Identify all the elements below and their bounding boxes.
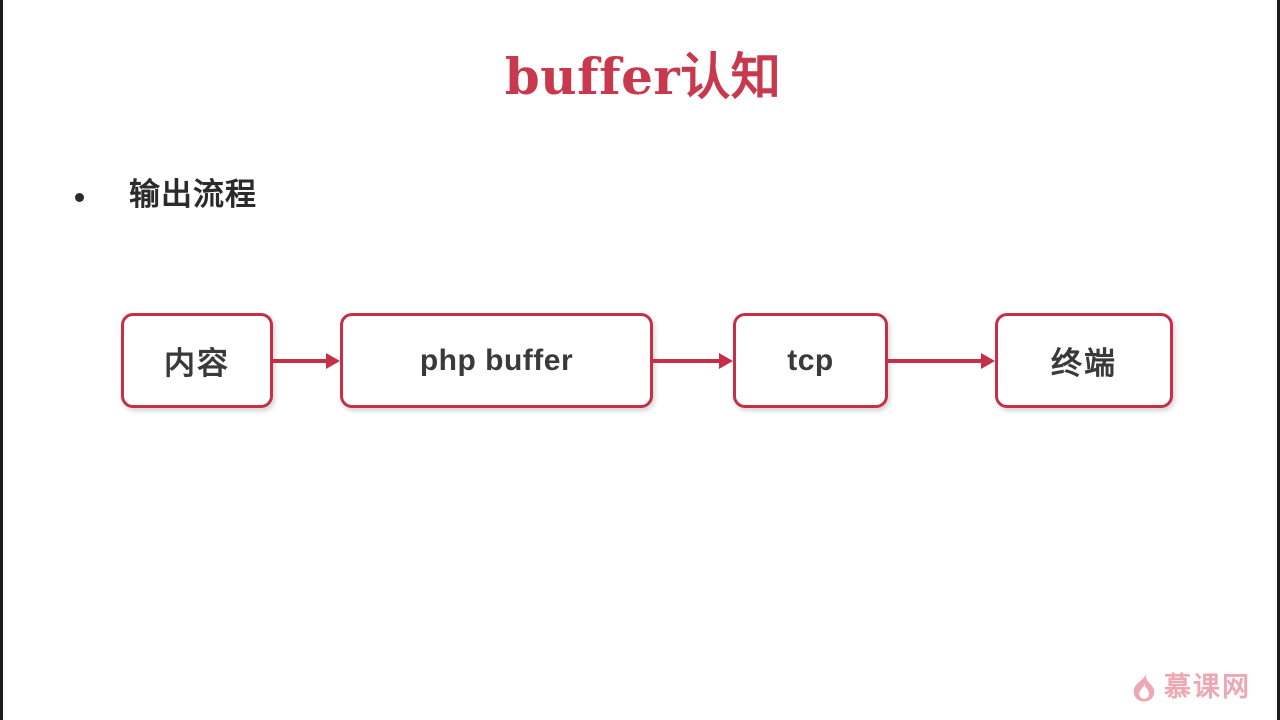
flow-node-tcp: tcp [733, 313, 888, 408]
page-title: buffer认知 [504, 47, 782, 106]
watermark-logo: 慕课网 [1132, 672, 1251, 702]
flow-node-label: 终端 [1051, 346, 1117, 381]
arrow-shaft [273, 358, 330, 363]
flame-icon [1132, 672, 1156, 702]
arrow-head [981, 352, 995, 369]
arrow-shaft [888, 358, 985, 363]
flow-node-label: php buffer [419, 343, 574, 377]
arrow-shaft [653, 358, 723, 363]
flow-arrow-1-icon [273, 352, 340, 369]
bullet-item: 输出流程 [75, 177, 257, 212]
watermark-brand: 慕课网 [1164, 671, 1251, 702]
bullet-dot-icon [75, 192, 84, 202]
flow-arrow-3-icon [888, 352, 995, 369]
flow-arrow-2-icon [653, 352, 733, 369]
flow-node-terminal: 终端 [995, 313, 1173, 408]
arrow-head [326, 352, 340, 369]
flow-node-label: tcp [787, 343, 834, 377]
arrow-head [719, 352, 733, 369]
flow-node-php-buffer: php buffer [340, 313, 653, 408]
flow-diagram: 内容 php buffer tcp 终端 [121, 313, 1173, 408]
flow-node-content: 内容 [121, 313, 273, 408]
flow-node-label: 内容 [164, 346, 230, 381]
bullet-label: 输出流程 [129, 177, 257, 212]
